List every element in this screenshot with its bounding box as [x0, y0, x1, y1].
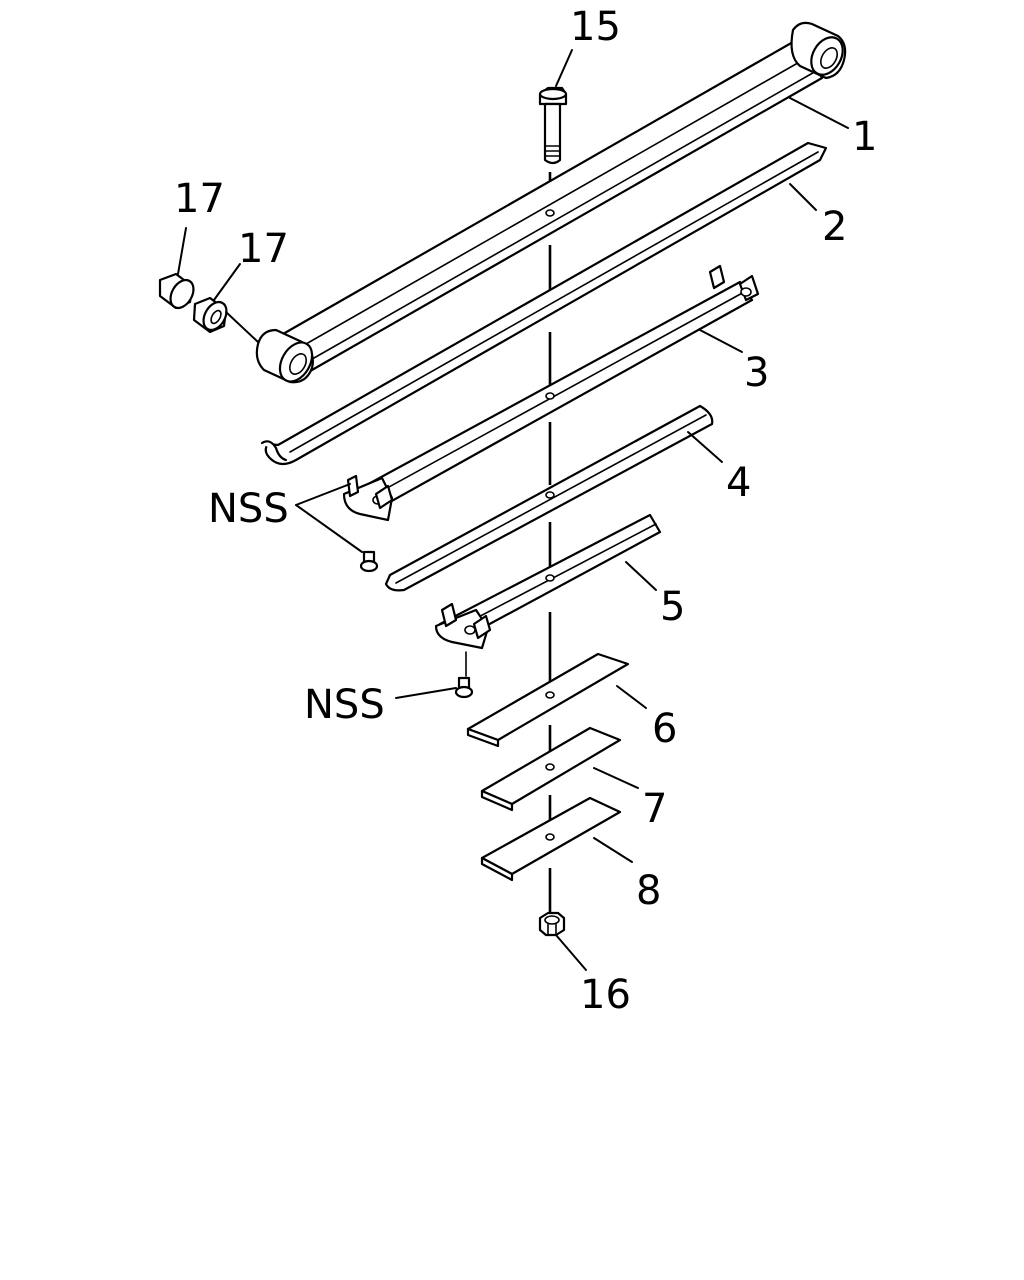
third-leaf[interactable] [342, 264, 760, 522]
callout-5: 5 [660, 584, 685, 630]
center-bolt[interactable] [538, 86, 568, 165]
leader-lines [177, 49, 849, 971]
callout-nss-upper: NSS [208, 486, 289, 532]
callout-4: 4 [726, 460, 751, 506]
bushing-left[interactable] [158, 272, 198, 312]
callout-6: 6 [652, 706, 677, 752]
callout-1: 1 [852, 114, 877, 160]
callout-2: 2 [822, 204, 847, 250]
rivet-upper[interactable] [359, 550, 379, 573]
callout-16: 16 [580, 972, 631, 1018]
callout-17-right: 17 [238, 226, 289, 272]
callout-nss-lower: NSS [304, 682, 385, 728]
callout-labels: 1 2 3 4 5 6 7 8 15 16 17 17 NSS NSS [174, 4, 877, 1018]
main-leaf[interactable] [255, 21, 849, 387]
pad-6[interactable] [466, 652, 630, 748]
callout-8: 8 [636, 868, 661, 914]
shim-8[interactable] [480, 796, 622, 882]
fifth-leaf[interactable] [434, 513, 662, 650]
fourth-leaf[interactable] [384, 404, 714, 592]
callout-3: 3 [744, 350, 769, 396]
center-nut[interactable] [538, 911, 566, 937]
rivet-lower[interactable] [454, 651, 474, 699]
callout-17-left: 17 [174, 176, 225, 222]
shim-7[interactable] [480, 726, 622, 812]
callout-15: 15 [570, 4, 621, 50]
bushing-right[interactable] [192, 296, 231, 334]
callout-7: 7 [642, 786, 667, 832]
second-leaf[interactable] [260, 141, 828, 466]
